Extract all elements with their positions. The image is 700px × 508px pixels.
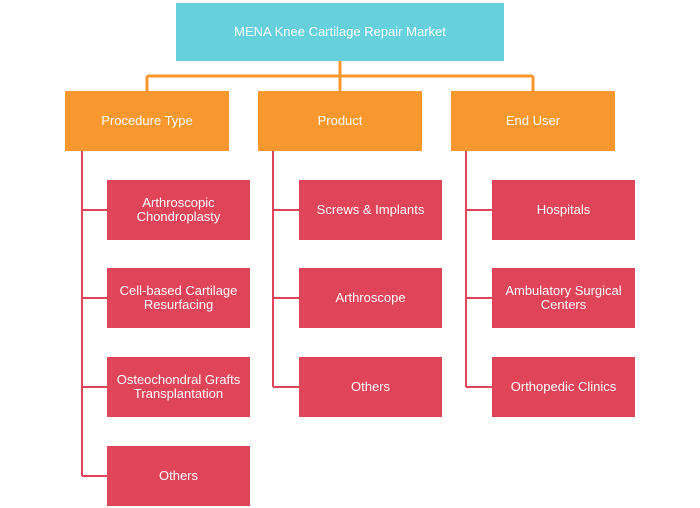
category-node-procedure-type: Procedure Type	[65, 91, 229, 151]
category-node-product: Product	[258, 91, 422, 151]
leaf-node: Arthroscope	[299, 268, 442, 328]
leaf-node: Osteochondral Grafts Transplantation	[107, 357, 250, 417]
leaf-node: Others	[107, 446, 250, 506]
leaf-label: Cell-based Cartilage Resurfacing	[119, 282, 238, 312]
root-label: MENA Knee Cartilage Repair Market	[234, 23, 446, 39]
leaf-node: Hospitals	[492, 180, 635, 240]
leaf-node: Others	[299, 357, 442, 417]
leaf-label: Others	[158, 467, 198, 483]
leaf-node: Orthopedic Clinics	[492, 357, 635, 417]
category-label: Product	[317, 112, 363, 128]
leaf-label: Others	[350, 378, 390, 394]
leaf-label: Ambulatory Surgical Centers	[505, 282, 622, 312]
leaf-node: Cell-based Cartilage Resurfacing	[107, 268, 250, 328]
category-node-end-user: End User	[451, 91, 615, 151]
leaf-label: Hospitals	[536, 201, 591, 217]
leaf-node: Ambulatory Surgical Centers	[492, 268, 635, 328]
leaf-label: Arthroscope	[335, 289, 406, 305]
leaf-node: Screws & Implants	[299, 180, 442, 240]
leaf-label: Orthopedic Clinics	[510, 378, 617, 394]
leaf-label: Arthroscopic Chondroplasty	[136, 194, 221, 224]
leaf-label: Osteochondral Grafts Transplantation	[116, 371, 241, 401]
leaf-label: Screws & Implants	[316, 201, 425, 217]
leaf-node: Arthroscopic Chondroplasty	[107, 180, 250, 240]
root-node: MENA Knee Cartilage Repair Market	[176, 3, 504, 61]
category-label: End User	[505, 112, 561, 128]
category-label: Procedure Type	[101, 112, 193, 128]
